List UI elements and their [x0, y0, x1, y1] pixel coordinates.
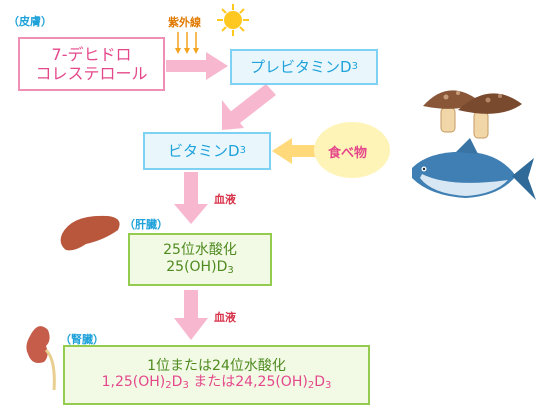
mushroom-icon — [423, 90, 522, 139]
uv-arrows-icon — [175, 32, 199, 54]
vitamin-text: ビタミン — [168, 142, 229, 160]
label-skin: （皮膚） — [8, 15, 52, 28]
box-1-or-24-hydroxylation: 1位または24位水酸化 1,25(OH)2D3 または24,25(OH)2D3 — [63, 345, 370, 405]
label-liver: （肝臓） — [124, 218, 168, 231]
arrow-previtamin-to-vitamin — [222, 84, 276, 130]
previtamin-text: プレビタミン — [250, 58, 341, 76]
vitamin-sub: 3 — [239, 145, 246, 156]
arrow-liver-to-kidney — [174, 290, 208, 340]
food-circle — [314, 122, 390, 178]
label-kidney: （腎臓） — [60, 333, 104, 346]
label-blood-1: 血液 — [214, 193, 236, 206]
vitamin-sym: D — [228, 142, 240, 160]
dehydro-line1: 7-デヒドロ — [51, 44, 132, 64]
box-25-hydroxylation: 25位水酸化 25(OH)D3 — [128, 233, 272, 286]
arrow-vitamin-to-liver — [174, 172, 208, 224]
label-food: 食べ物 — [328, 146, 368, 161]
liver-icon — [60, 215, 120, 251]
hydroxy25-line2: 25(OH)D3 — [166, 258, 234, 276]
box-7-dehydrocholesterol: 7-デヒドロ コレステロール — [18, 37, 165, 91]
hydroxy1-line2: 1,25(OH)2D3 または24,25(OH)2D3 — [101, 374, 332, 392]
dehydro-line2: コレステロール — [35, 64, 148, 83]
kidney-icon — [26, 326, 56, 391]
hydroxy1-line1: 1位または24位水酸化 — [147, 357, 286, 374]
label-blood-2: 血液 — [214, 311, 236, 324]
previtamin-sym: D — [340, 58, 352, 76]
sun-icon — [217, 4, 249, 36]
label-uv: 紫外線 — [168, 16, 201, 29]
fish-icon — [412, 138, 536, 200]
hydroxy25-line1: 25位水酸化 — [163, 242, 237, 259]
arrow-dehydro-to-previtamin — [166, 52, 228, 80]
previtamin-sub: 3 — [351, 61, 358, 72]
